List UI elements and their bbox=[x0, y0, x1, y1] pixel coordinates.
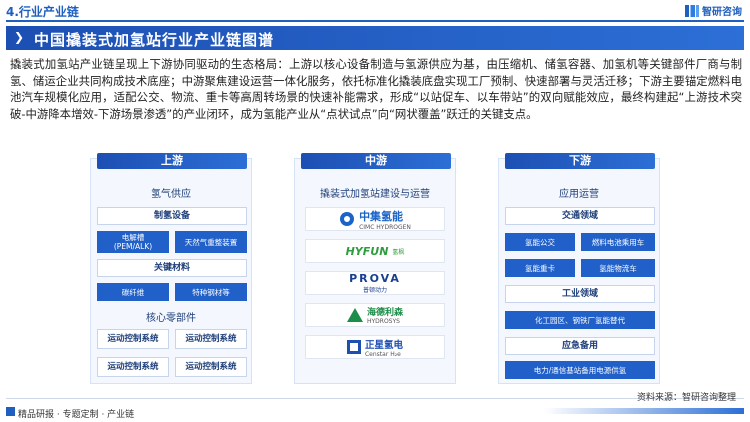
logo-subname: 普顿动力 bbox=[362, 287, 387, 294]
key-materials-box: 关键材料 bbox=[97, 259, 247, 277]
footer-marker-icon bbox=[6, 407, 15, 416]
core-components-label: 核心零部件 bbox=[146, 313, 196, 324]
hydrogen-equipment-box: 制氢设备 bbox=[97, 207, 247, 225]
logo-subname: CIMC HYDROGEN bbox=[359, 223, 411, 231]
chevron-right-icon: ❯ bbox=[14, 30, 25, 44]
footer-tagline: 精品研报 · 专题定制 · 产业链 bbox=[18, 410, 135, 420]
logo-subname: Censtar H₂e bbox=[364, 350, 401, 358]
hydrosys-logo-icon bbox=[346, 308, 363, 322]
censtar-logo-card: 正星氢电 Censtar H₂e bbox=[305, 335, 445, 359]
title-bar: ❯ 中国撬装式加氢站行业产业链图谱 bbox=[6, 26, 744, 50]
gas-reforming-box: 天然气重整装置 bbox=[175, 231, 247, 253]
brand-name: 智研咨询 bbox=[702, 7, 742, 18]
logo-name: 正星氢电 bbox=[364, 339, 403, 351]
transport-box: 交通领域 bbox=[505, 207, 655, 225]
page-title: 中国撬装式加氢站行业产业链图谱 bbox=[34, 31, 275, 49]
logo-subname: 氢枫 bbox=[392, 248, 405, 256]
fuel-cell-car-box: 燃料电池乘用车 bbox=[581, 233, 655, 251]
cimc-logo-card: 中集氢能 CIMC HYDROGEN bbox=[305, 207, 445, 231]
brand-logo-icon bbox=[685, 4, 699, 17]
hydrogen-truck-box: 氢能重卡 bbox=[505, 259, 575, 277]
footer: 资料来源：智研咨询整理 精品研报 · 专题定制 · 产业链 bbox=[0, 393, 750, 422]
midstream-column: 中游 撬装式加氢站建设与运营 中集氢能 CIMC HYDROGEN HYFUN … bbox=[294, 153, 456, 384]
midstream-subtitle: 撬装式加氢站建设与运营 bbox=[320, 189, 430, 200]
emergency-items-box: 电力/通信基站备用电源供氢 bbox=[505, 361, 655, 379]
industry-items-box: 化工园区、钢铁厂氢能替代 bbox=[505, 311, 655, 329]
motion-control-box: 运动控制系统 bbox=[97, 357, 169, 377]
logo-name: 中集氢能 bbox=[359, 209, 404, 223]
logo-subname: HYDROSYS bbox=[366, 318, 400, 325]
top-bar: 4.行业产业链 智研咨询 bbox=[0, 0, 750, 20]
cimc-logo-icon bbox=[340, 212, 355, 226]
hydrogen-logistics-box: 氢能物流车 bbox=[581, 259, 655, 277]
source-note: 资料来源：智研咨询整理 bbox=[636, 393, 736, 403]
section-number: 4.行业产业链 bbox=[6, 5, 79, 19]
censtar-logo-icon bbox=[346, 340, 361, 354]
downstream-header: 下游 bbox=[505, 153, 655, 169]
brand: 智研咨询 bbox=[685, 3, 742, 18]
prova-logo-card: PROVA 普顿动力 bbox=[305, 271, 445, 295]
footer-gradient-bar bbox=[544, 408, 744, 414]
carbon-fiber-box: 碳纤维 bbox=[97, 283, 169, 301]
footer-divider bbox=[6, 398, 744, 399]
hydrosys-logo-card: 海德利森 HYDROSYS bbox=[305, 303, 445, 327]
upstream-column: 上游 氢气供应 制氢设备 电解槽 (PEM/ALK) 天然气重整装置 关键材料 … bbox=[90, 153, 252, 384]
motion-control-box: 运动控制系统 bbox=[175, 357, 247, 377]
emergency-box: 应急备用 bbox=[505, 337, 655, 355]
hyfun-logo-card: HYFUN 氢枫 bbox=[305, 239, 445, 263]
upstream-header: 上游 bbox=[97, 153, 247, 169]
downstream-subtitle: 应用运营 bbox=[559, 189, 599, 200]
special-steel-box: 特种钢材等 bbox=[175, 283, 247, 301]
intro-paragraph: 撬装式加氢站产业链呈现上下游协同驱动的生态格局：上游以核心设备制造与氢源供应为基… bbox=[10, 57, 742, 121]
logo-name: PROVA bbox=[349, 272, 401, 285]
motion-control-box: 运动控制系统 bbox=[97, 329, 169, 349]
electrolyzer-box: 电解槽 (PEM/ALK) bbox=[97, 231, 169, 253]
logo-name: HYFUN bbox=[345, 244, 389, 258]
top-divider bbox=[6, 20, 744, 22]
motion-control-box: 运动控制系统 bbox=[175, 329, 247, 349]
hydrogen-supply-label: 氢气供应 bbox=[151, 189, 191, 200]
logo-name: 海德利森 bbox=[366, 308, 403, 318]
midstream-header: 中游 bbox=[301, 153, 451, 169]
industry-box: 工业领域 bbox=[505, 285, 655, 303]
hydrogen-bus-box: 氢能公交 bbox=[505, 233, 575, 251]
downstream-column: 下游 应用运营 交通领域 氢能公交 燃料电池乘用车 氢能重卡 氢能物流车 工业领… bbox=[498, 153, 660, 384]
